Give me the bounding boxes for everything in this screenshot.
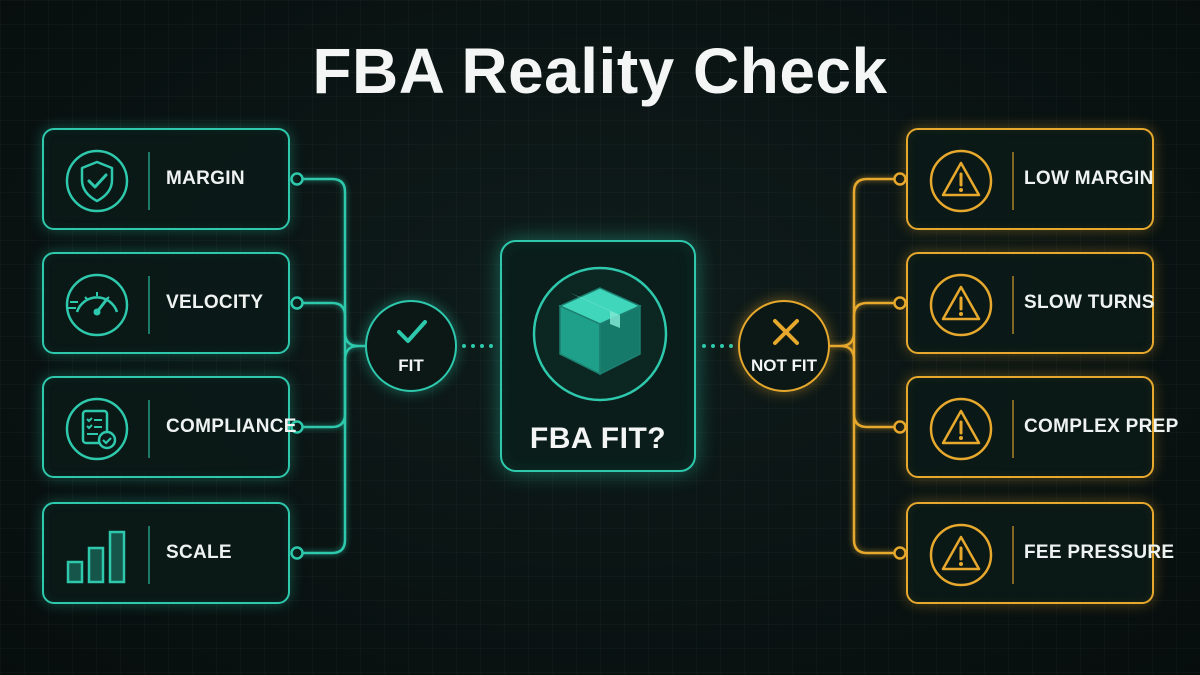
card-divider	[148, 400, 150, 458]
card-divider	[148, 276, 150, 334]
connector-dot	[290, 172, 304, 186]
risk-label: COMPLEX PREP	[1024, 416, 1179, 437]
risk-card-slow-turns: SLOW TURNS	[906, 252, 1154, 354]
warning-icon	[926, 146, 996, 216]
x-icon	[770, 316, 802, 353]
warning-icon	[926, 520, 996, 590]
risk-card-complex-prep: COMPLEX PREP	[906, 376, 1178, 478]
factor-card-margin: MARGIN	[42, 128, 290, 230]
card-divider	[1012, 276, 1014, 334]
connector-dot	[893, 172, 907, 186]
checklist-icon	[62, 394, 132, 464]
risk-label: FEE PRESSURE	[1024, 542, 1175, 563]
card-divider	[1012, 400, 1014, 458]
risk-card-fee-pressure: FEE PRESSURE	[906, 502, 1174, 604]
factor-label: SCALE	[166, 542, 232, 563]
factor-card-scale: SCALE	[42, 502, 290, 604]
card-divider	[148, 526, 150, 584]
not-fit-label: NOT FIT	[750, 356, 818, 375]
factor-label: MARGIN	[166, 168, 245, 189]
factor-card-compliance: COMPLIANCE	[42, 376, 296, 478]
card-divider	[1012, 152, 1014, 210]
not-fit-node: NOT FIT	[738, 300, 830, 392]
check-icon	[393, 314, 431, 355]
connector-dot	[290, 296, 304, 310]
risk-label: SLOW TURNS	[1024, 292, 1155, 313]
card-divider	[1012, 526, 1014, 584]
shield-check-icon	[62, 146, 132, 216]
connector-dot	[290, 546, 304, 560]
fit-label: FIT	[398, 356, 424, 375]
warning-icon	[926, 394, 996, 464]
factor-label: VELOCITY	[166, 292, 264, 313]
speedometer-icon	[62, 270, 132, 340]
connector-dot	[893, 546, 907, 560]
bar-chart-icon	[62, 520, 132, 590]
page-title: FBA Reality Check	[312, 35, 888, 107]
fit-node: FIT	[365, 300, 457, 392]
risk-label: LOW MARGIN	[1024, 168, 1154, 189]
factor-label: COMPLIANCE	[166, 416, 297, 437]
dotted-link-fit	[462, 344, 493, 348]
package-box-icon	[526, 260, 674, 413]
warning-icon	[926, 270, 996, 340]
dotted-link-not-fit	[702, 344, 733, 348]
connector-dot	[893, 420, 907, 434]
center-label: FBA FIT?	[529, 422, 667, 455]
fba-fit-box: FBA FIT?	[500, 240, 696, 472]
connector-dot	[290, 420, 304, 434]
card-divider	[148, 152, 150, 210]
risk-card-low-margin: LOW MARGIN	[906, 128, 1154, 230]
factor-card-velocity: VELOCITY	[42, 252, 290, 354]
connector-dot	[893, 296, 907, 310]
